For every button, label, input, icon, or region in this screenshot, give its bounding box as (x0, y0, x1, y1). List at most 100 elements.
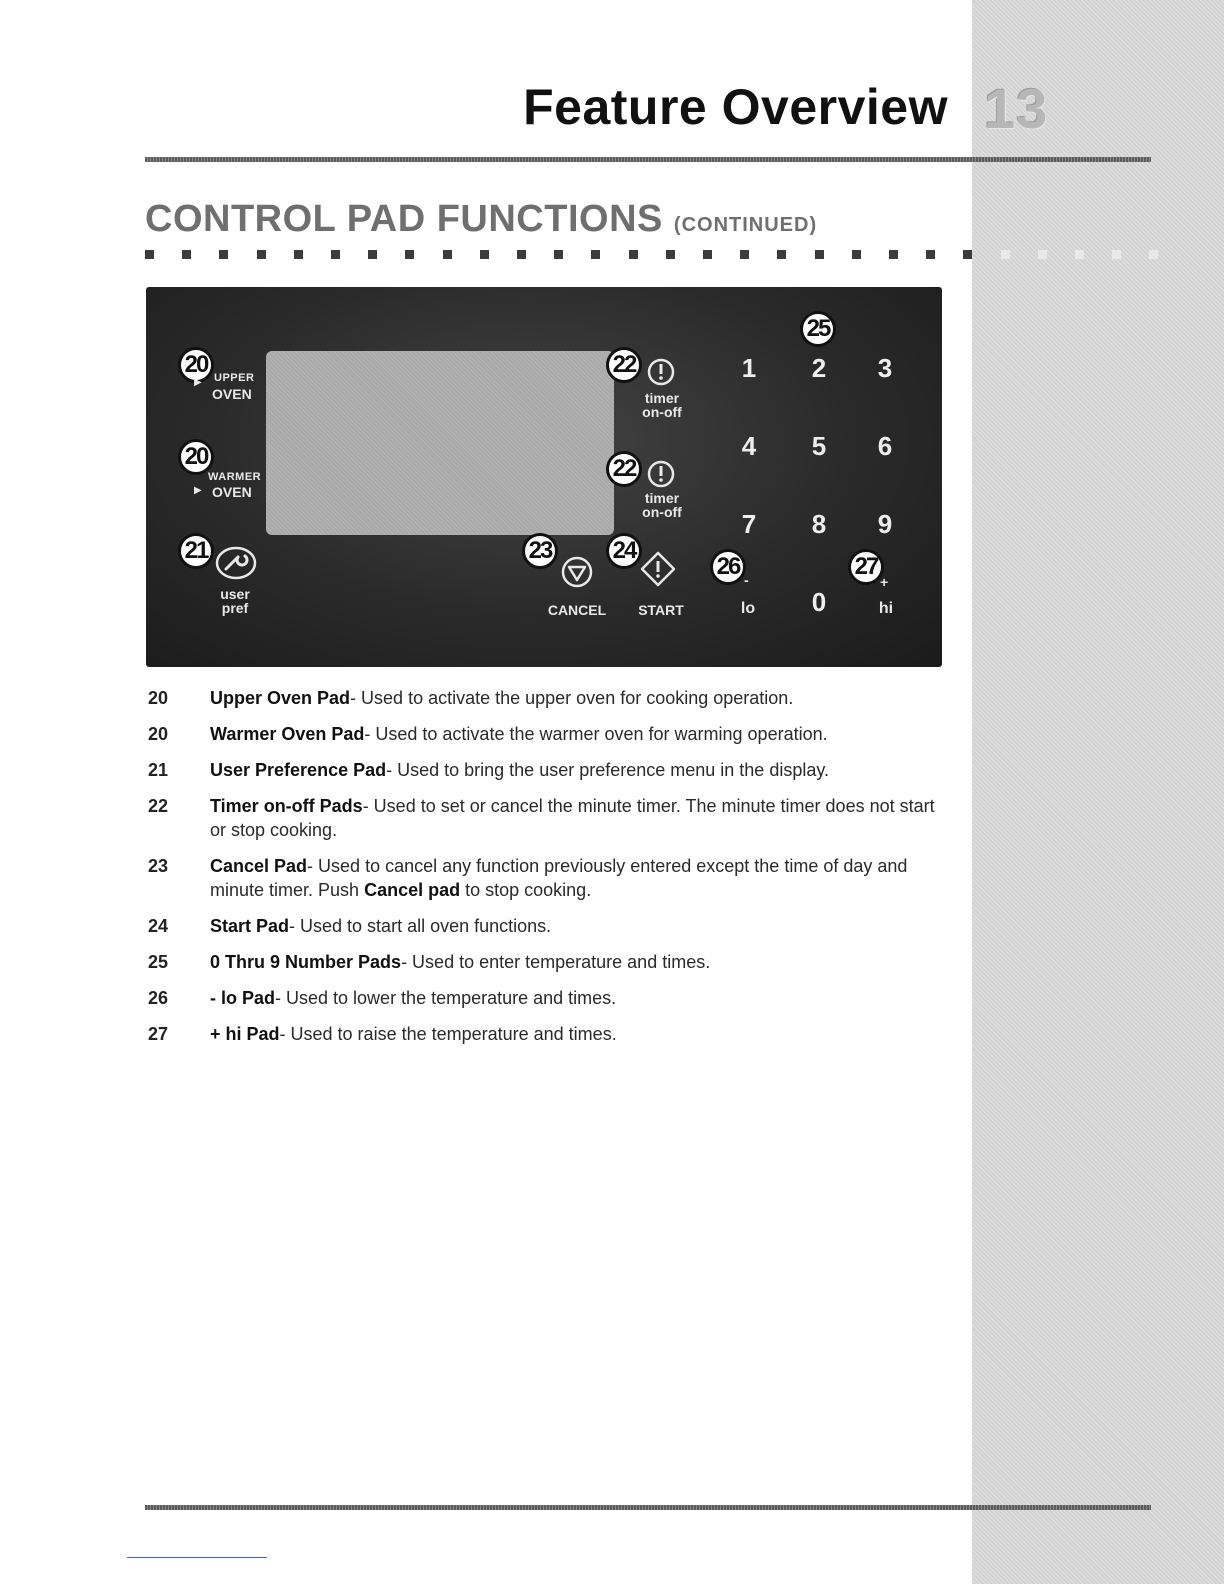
divider-dot (740, 250, 750, 259)
timer-2-icon (647, 460, 675, 488)
item-name: Timer on-off Pads (210, 796, 363, 816)
wrench-icon (215, 546, 257, 580)
divider-dot (889, 250, 898, 259)
item-name: Cancel Pad (210, 856, 308, 876)
divider-dot (1112, 250, 1122, 259)
divider-dot (1037, 250, 1047, 259)
divider-dot (442, 250, 452, 259)
cancel-label: CANCEL (547, 602, 607, 618)
callout-upper-oven: 20 (178, 347, 214, 383)
divider-dot (851, 250, 861, 259)
divider-dot (591, 250, 601, 259)
footer-link-underline (127, 1557, 267, 1558)
section-title-text: CONTROL PAD FUNCTIONS (145, 198, 663, 240)
display-window (266, 351, 614, 535)
callout-number-pads: 25 (800, 311, 836, 347)
start-icon (640, 551, 676, 587)
divider-dot (145, 250, 154, 259)
warmer-oven-label-1: WARMER (208, 471, 262, 483)
divider-dot (331, 250, 340, 259)
top-rule (145, 157, 1151, 162)
callout-timer-2: 22 (606, 451, 642, 487)
divider-dot (554, 250, 564, 259)
bottom-rule (145, 1505, 1151, 1510)
item-desc: - Used to bring the user preference menu… (386, 760, 830, 780)
divider-dot (517, 250, 526, 259)
pad-function-list: 20 Upper Oven Pad- Used to activate the u… (148, 686, 948, 1058)
list-item: 20 Upper Oven Pad- Used to activate the u… (148, 686, 948, 710)
section-continued: (CONTINUED) (673, 214, 818, 236)
item-number: 23 (148, 856, 169, 876)
item-desc: - Used to raise the temperature and time… (279, 1024, 617, 1044)
user-pref-label-1: user (220, 586, 250, 602)
item-number: 20 (148, 688, 169, 708)
item-number: 25 (148, 952, 169, 972)
timer-2-label-1: timer (644, 490, 680, 506)
digit-5: 5 (811, 431, 827, 461)
digit-1: 1 (741, 353, 757, 383)
list-item: 21 User Preference Pad- Used to bring the… (148, 758, 948, 782)
item-name: + hi Pad (210, 1024, 280, 1044)
lo-label: lo (740, 600, 756, 617)
lo-sign: - (744, 572, 749, 588)
divider-dot (1149, 250, 1159, 259)
cancel-icon (561, 556, 593, 588)
digit-0: 0 (811, 587, 827, 617)
divider-dot (479, 250, 489, 259)
item-name: Upper Oven Pad (210, 688, 351, 708)
callout-cancel: 23 (522, 533, 558, 569)
list-item: 27+ hi Pad- Used to raise the temperatur… (148, 1022, 948, 1046)
digit-8: 8 (811, 509, 827, 539)
timer-1-label-1: timer (644, 390, 680, 406)
callout-start: 24 (606, 533, 642, 569)
list-item: 26- lo Pad- Used to lower the temperatur… (148, 986, 948, 1010)
item-bold-term: Cancel pad (364, 880, 461, 900)
timer-2-label-2: on-off (642, 504, 682, 520)
divider-dot (777, 250, 787, 259)
item-desc: - Used to lower the temperature and time… (275, 988, 617, 1008)
callout-user-pref: 21 (178, 533, 214, 569)
divider-dot (405, 250, 415, 259)
item-desc: - Used to activate the warmer oven for w… (364, 724, 828, 744)
page-title: Feature Overview (523, 79, 948, 135)
timer-1-icon (647, 358, 675, 386)
hi-label: hi (878, 600, 894, 617)
item-desc: - Used to start all oven functions. (289, 916, 552, 936)
item-name: Warmer Oven Pad (210, 724, 365, 744)
divider-dot (182, 250, 192, 259)
item-number: 20 (148, 724, 169, 744)
timer-1-label-2: on-off (642, 404, 682, 420)
item-number: 22 (148, 796, 169, 816)
divider-dot (628, 250, 638, 259)
hi-sign: + (880, 574, 889, 590)
divider-dot (1075, 250, 1084, 259)
item-number: 21 (148, 760, 169, 780)
divider-dot (703, 250, 712, 259)
callout-warmer-oven: 20 (178, 439, 214, 475)
warmer-oven-arrow-icon: ▶ (194, 485, 202, 496)
digit-9: 9 (877, 509, 893, 539)
control-panel-illustration: 20 ▶ UPPER OVEN 20 WARMER ▶ OVEN 21 user… (146, 287, 942, 667)
list-item: 23 Cancel Pad- Used to cancel any functio… (148, 854, 948, 902)
item-name: User Preference Pad (210, 760, 387, 780)
item-name: 0 Thru 9 Number Pads (210, 952, 402, 972)
item-desc: - Used to activate the upper oven for co… (350, 688, 794, 708)
divider-dot (1000, 250, 1010, 259)
divider-dot (368, 250, 378, 259)
item-desc-end: to stop cooking. (460, 880, 592, 900)
section-title: CONTROL PAD FUNCTIONS (CONTINUED) (145, 198, 817, 241)
item-desc: - Used to cancel any function previously… (210, 856, 908, 900)
item-number: 24 (148, 916, 169, 936)
digit-4: 4 (741, 431, 757, 461)
upper-oven-label-1: UPPER (214, 372, 255, 384)
item-name: - lo Pad (210, 988, 276, 1008)
upper-oven-label-2: OVEN (212, 386, 252, 402)
callout-timer-1: 22 (606, 347, 642, 383)
user-pref-label-2: pref (221, 600, 249, 616)
divider-dot (219, 250, 229, 259)
dotted-divider (145, 250, 1159, 260)
list-item: 20 Warmer Oven Pad- Used to activate the … (148, 722, 948, 746)
side-bar (972, 0, 1224, 1584)
